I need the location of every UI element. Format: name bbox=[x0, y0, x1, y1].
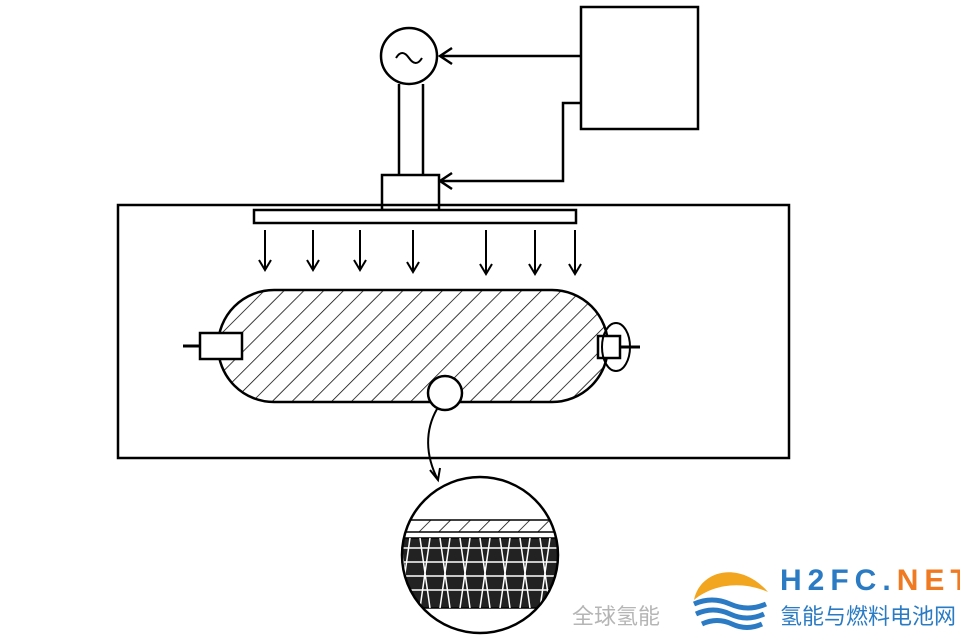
feed-tube bbox=[397, 84, 425, 175]
magnified-wall-section bbox=[400, 475, 560, 635]
ac-power-source bbox=[379, 26, 439, 86]
logo-sun bbox=[694, 572, 768, 600]
logo-brand-prefix: H2FC. bbox=[780, 564, 897, 597]
controller-box bbox=[579, 5, 700, 131]
tank-vessel bbox=[216, 288, 610, 404]
logo-wave bbox=[692, 597, 768, 611]
electrode-plate bbox=[252, 208, 578, 225]
chamber bbox=[116, 203, 791, 460]
logo-brand: H2FC.NET bbox=[780, 564, 960, 598]
watermark: 全球氢能 bbox=[572, 605, 661, 630]
wall-layers bbox=[402, 519, 558, 609]
deposition-arrows bbox=[258, 230, 582, 276]
logo-mark bbox=[692, 572, 768, 630]
detail-leader bbox=[427, 408, 441, 483]
logo-subtitle: 氢能与燃料电池网 bbox=[780, 605, 957, 630]
control-line-upper bbox=[437, 46, 581, 66]
logo-wave bbox=[700, 618, 764, 630]
right-valve-rotation-ring bbox=[601, 322, 631, 372]
left-valve bbox=[198, 331, 244, 361]
ac-symbol bbox=[395, 52, 423, 64]
logo-brand-suffix: NET bbox=[896, 564, 960, 597]
control-line-lower bbox=[437, 101, 581, 191]
liner-layer bbox=[402, 519, 558, 533]
composite-weave bbox=[402, 537, 558, 609]
detail-marker bbox=[426, 374, 464, 412]
logo-wave bbox=[694, 607, 766, 621]
